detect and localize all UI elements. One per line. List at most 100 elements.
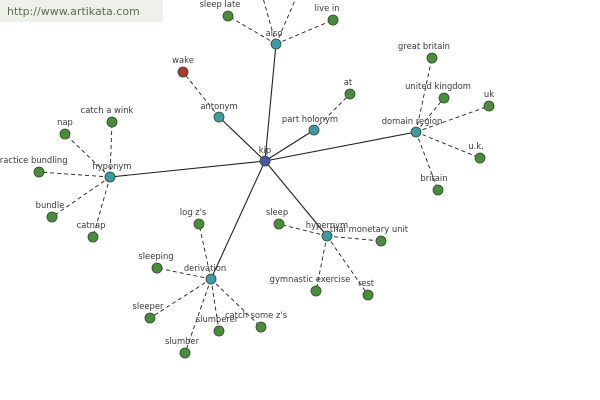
relation-node-also-label: also xyxy=(266,28,283,38)
leaf-node-slumberer-dot[interactable] xyxy=(213,325,225,337)
relation-node-part-holonym[interactable]: part holonym xyxy=(282,114,338,136)
leaf-node-great-britain[interactable]: great britain xyxy=(398,41,450,64)
site-url-watermark[interactable]: http://www.artikata.com xyxy=(0,0,163,22)
edge-hyponym-practice-bundling xyxy=(38,171,111,178)
leaf-node-live-in-dot[interactable] xyxy=(327,14,339,26)
edge-hypernym-thai-monetary-unit xyxy=(326,235,382,242)
relation-node-also-dot[interactable] xyxy=(270,38,282,50)
leaf-node-britain-dot[interactable] xyxy=(432,184,444,196)
relation-node-antonym-dot[interactable] xyxy=(213,111,225,123)
nodes-layer: sleep late live in wake at great britain unit… xyxy=(0,0,495,359)
relation-node-derivation-label: derivation xyxy=(184,263,226,273)
edge-derivation-slumberer xyxy=(210,278,220,332)
leaf-node-great-britain-dot[interactable] xyxy=(426,52,438,64)
leaf-node-gymnastic-exercise-dot[interactable] xyxy=(310,285,322,297)
center-node-kip-label: kip xyxy=(259,145,272,155)
leaf-node-uk[interactable]: uk xyxy=(483,89,495,112)
leaf-node-nap-dot[interactable] xyxy=(59,128,71,140)
leaf-node-sleep-late[interactable]: sleep late xyxy=(200,0,241,22)
leaf-node-sleeping[interactable]: sleeping xyxy=(138,251,174,274)
leaf-node-thai-monetary-unit[interactable]: thai monetary unit xyxy=(330,224,409,247)
relation-node-domain-region[interactable]: domain region xyxy=(382,116,443,138)
leaf-node-practice-bundling-label: practice bundling xyxy=(0,155,68,165)
center-node-kip[interactable]: kip xyxy=(259,145,272,167)
edge-also-offscreen-1 xyxy=(263,0,277,45)
leaf-node-catch-a-wink-label: catch a wink xyxy=(81,105,134,115)
leaf-node-catch-some-z-s[interactable]: catch some z's xyxy=(225,310,287,333)
edge-hyponym-nap xyxy=(64,133,111,178)
edge-center-hypernym xyxy=(264,160,328,237)
edge-domain-region-uk xyxy=(415,105,490,133)
leaf-node-rest-dot[interactable] xyxy=(362,289,374,301)
leaf-node-slumber[interactable]: slumber xyxy=(165,336,200,359)
leaf-node-at[interactable]: at xyxy=(344,77,356,100)
leaf-node-u-k-dot[interactable] xyxy=(474,152,486,164)
leaf-node-sleep-dot[interactable] xyxy=(273,218,285,230)
leaf-node-gymnastic-exercise-label: gymnastic exercise xyxy=(270,274,351,284)
leaf-node-practice-bundling[interactable]: practice bundling xyxy=(0,155,68,178)
relation-node-hypernym-dot[interactable] xyxy=(321,230,333,242)
leaf-node-slumber-dot[interactable] xyxy=(179,347,191,359)
leaf-node-wake[interactable]: wake xyxy=(172,55,194,78)
leaf-node-live-in[interactable]: live in xyxy=(314,3,340,26)
leaf-node-sleeper-dot[interactable] xyxy=(144,312,156,324)
leaf-node-nap-label: nap xyxy=(57,117,73,127)
leaf-node-catnap-label: catnap xyxy=(77,220,106,230)
edge-hyponym-catnap xyxy=(92,176,111,238)
edge-hypernym-sleep xyxy=(278,223,328,237)
leaf-node-u-k[interactable]: u.k. xyxy=(468,141,486,164)
relation-node-hyponym-label: hyponym xyxy=(92,161,131,171)
leaf-node-catnap[interactable]: catnap xyxy=(77,220,106,243)
edge-part-holonym-at xyxy=(313,93,351,131)
leaf-node-at-dot[interactable] xyxy=(344,88,356,100)
leaf-node-catch-a-wink[interactable]: catch a wink xyxy=(81,105,134,128)
relation-node-antonym-label: antonym xyxy=(200,101,237,111)
leaf-node-slumber-label: slumber xyxy=(165,336,200,346)
leaf-node-bundle-dot[interactable] xyxy=(46,211,58,223)
relation-node-part-holonym-dot[interactable] xyxy=(308,124,320,136)
relation-node-hypernym[interactable]: hypernym xyxy=(306,220,348,242)
relation-node-derivation-dot[interactable] xyxy=(205,273,217,285)
leaf-node-nap[interactable]: nap xyxy=(57,117,73,140)
leaf-node-united-kingdom-label: united kingdom xyxy=(405,81,471,91)
leaf-node-thai-monetary-unit-dot[interactable] xyxy=(375,235,387,247)
leaf-node-sleeper[interactable]: sleeper xyxy=(133,301,164,324)
edge-derivation-log-z-s xyxy=(198,223,212,280)
leaf-node-britain[interactable]: britain xyxy=(420,173,448,196)
relation-node-hyponym[interactable]: hyponym xyxy=(92,161,132,183)
relation-node-antonym[interactable]: antonym xyxy=(200,101,238,123)
edge-hypernym-gymnastic-exercise xyxy=(315,235,328,292)
edge-domain-region-great-britain xyxy=(415,57,433,133)
leaf-node-catch-a-wink-dot[interactable] xyxy=(106,116,118,128)
relation-node-derivation[interactable]: derivation xyxy=(184,263,226,285)
leaf-node-slumberer[interactable]: slumberer xyxy=(196,314,239,337)
leaf-node-sleeping-dot[interactable] xyxy=(151,262,163,274)
leaf-node-catnap-dot[interactable] xyxy=(87,231,99,243)
leaf-node-u-k-label: u.k. xyxy=(468,141,483,151)
relation-node-hyponym-dot[interactable] xyxy=(104,171,116,183)
center-node-kip-dot[interactable] xyxy=(259,155,271,167)
edge-domain-region-united-kingdom xyxy=(415,97,445,133)
leaf-node-sleeper-label: sleeper xyxy=(133,301,164,311)
leaf-node-sleep-late-dot[interactable] xyxy=(222,10,234,22)
leaf-node-gymnastic-exercise[interactable]: gymnastic exercise xyxy=(270,274,351,297)
leaf-node-practice-bundling-dot[interactable] xyxy=(33,166,45,178)
relation-node-domain-region-dot[interactable] xyxy=(410,126,422,138)
relation-node-also[interactable]: also xyxy=(266,28,283,50)
leaf-node-bundle[interactable]: bundle xyxy=(36,200,65,223)
leaf-node-rest-label: rest xyxy=(358,278,375,288)
leaf-node-united-kingdom-dot[interactable] xyxy=(438,92,450,104)
leaf-node-wake-dot[interactable] xyxy=(177,66,189,78)
leaf-node-united-kingdom[interactable]: united kingdom xyxy=(405,81,471,104)
leaf-node-uk-dot[interactable] xyxy=(483,100,495,112)
edge-derivation-sleeper xyxy=(149,278,212,319)
leaf-node-log-z-s-dot[interactable] xyxy=(193,218,205,230)
leaf-node-wake-label: wake xyxy=(172,55,194,65)
leaf-node-sleep[interactable]: sleep xyxy=(266,207,288,230)
leaf-node-at-label: at xyxy=(344,77,353,87)
leaf-node-rest[interactable]: rest xyxy=(358,278,375,301)
edges-layer xyxy=(38,0,490,354)
leaf-node-catch-some-z-s-dot[interactable] xyxy=(255,321,267,333)
leaf-node-log-z-s[interactable]: log z's xyxy=(180,207,207,230)
leaf-node-log-z-s-label: log z's xyxy=(180,207,207,217)
